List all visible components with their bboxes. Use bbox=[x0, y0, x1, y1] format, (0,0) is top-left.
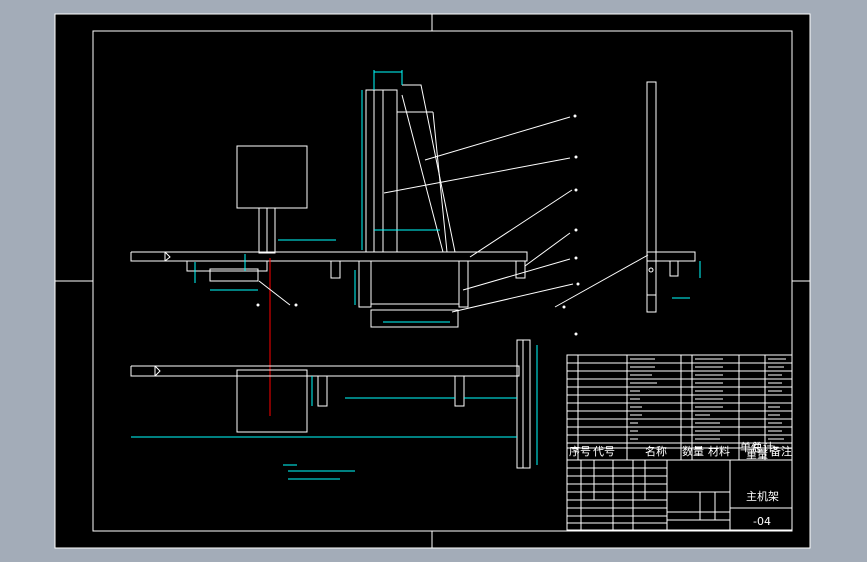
drawing-name: 主机架 bbox=[746, 489, 779, 503]
side-view bbox=[646, 81, 696, 313]
technical-notes bbox=[283, 464, 355, 480]
top-view bbox=[130, 339, 531, 469]
front-view-dimensions bbox=[194, 70, 450, 323]
balloon-dots bbox=[256, 114, 580, 336]
bom-header-total-mass: 总计 bbox=[752, 440, 774, 454]
bom-header-material: 材料 bbox=[708, 444, 730, 458]
leader-lines bbox=[258, 116, 649, 313]
centering-marks bbox=[55, 14, 810, 548]
side-view-dimensions bbox=[672, 261, 701, 299]
top-view-dimensions bbox=[131, 345, 538, 465]
bom-row-marks bbox=[630, 358, 786, 440]
bom-header-seq: 序号 bbox=[569, 444, 591, 458]
bom-header-name: 名称 bbox=[645, 444, 667, 458]
bom-header-remarks: 备注 bbox=[770, 444, 792, 458]
drawing-number: -04 bbox=[753, 515, 771, 528]
bom-header-qty: 数量 bbox=[682, 445, 704, 458]
title-block bbox=[566, 459, 793, 531]
front-view bbox=[130, 84, 528, 328]
bom-header-single-mass: 单件 bbox=[740, 441, 762, 454]
sheet-border bbox=[54, 13, 811, 549]
bom-header-mass: 重量 bbox=[746, 447, 768, 461]
bom-header-code: 代号 bbox=[593, 445, 615, 458]
